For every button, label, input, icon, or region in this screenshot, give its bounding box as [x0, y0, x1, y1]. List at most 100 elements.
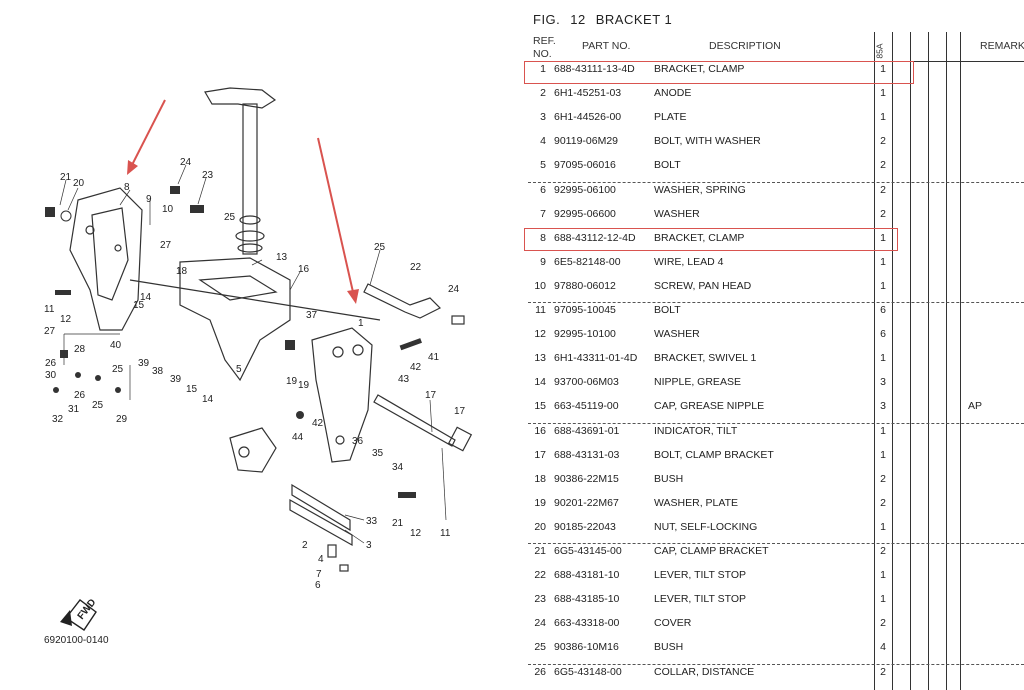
description-cell: SCREW, PAN HEAD [654, 279, 752, 292]
header-remarks: REMARK [980, 40, 1024, 52]
description-cell: LEVER, TILT STOP [654, 593, 747, 606]
callout-number: 9 [146, 194, 152, 205]
ref-cell: 22 [534, 569, 546, 582]
clamp-bracket-right [311, 327, 373, 463]
fwd-direction-icon: FWD [60, 597, 98, 631]
callout-number: 11 [44, 304, 55, 315]
table-row: 24 663-43318-00 COVER 2 [528, 614, 1024, 638]
description-cell: BUSH [654, 472, 684, 485]
description-cell: WASHER, SPRING [654, 183, 746, 196]
ref-cell: 21 [534, 545, 546, 557]
part-no-cell: 97095-10045 [554, 304, 616, 316]
group-separator [528, 663, 1024, 665]
group-separator [528, 543, 1024, 544]
part-no-cell: 688-43131-03 [554, 448, 620, 461]
part-no-cell: 6H1-45251-03 [554, 87, 622, 100]
description-cell: COVER [654, 617, 692, 630]
callout-number: 11 [440, 528, 451, 539]
callout-number: 42 [410, 362, 422, 373]
qty-cell: 3 [880, 376, 886, 389]
lower-pivot-block [229, 427, 277, 473]
ref-cell: 8 [540, 231, 546, 244]
swivel-bracket [129, 257, 381, 382]
part-no-cell: 97880-06012 [554, 279, 616, 292]
qty-cell: 2 [880, 496, 886, 509]
callout-number: 24 [448, 284, 460, 295]
part-no-cell: 688-43691-01 [554, 424, 620, 437]
part-no-cell: 663-45119-00 [554, 400, 619, 413]
callout-number: 21 [392, 518, 404, 529]
description-cell: INDICATOR, TILT [654, 424, 738, 437]
part-no-cell: 663-43318-00 [554, 617, 620, 630]
ref-cell: 18 [534, 472, 546, 485]
qty-cell: 1 [880, 520, 886, 533]
callout-number: 38 [152, 366, 164, 377]
description-cell: WIRE, LEAD 4 [654, 255, 724, 268]
header-ref: REF. [533, 35, 556, 47]
part-no-cell: 688-43181-10 [554, 569, 620, 582]
qty-cell: 2 [880, 135, 886, 148]
callout-number: 8 [124, 182, 130, 193]
group-separator [528, 181, 1024, 183]
anode-plate-assembly [289, 483, 353, 572]
ref-cell: 14 [534, 376, 546, 389]
qty-cell: 3 [880, 400, 886, 413]
callout-number: 5 [236, 364, 242, 375]
description-cell: CAP, CLAMP BRACKET [654, 545, 769, 557]
callout-number: 27 [44, 326, 56, 337]
description-cell: BRACKET, CLAMP [654, 231, 745, 244]
qty-cell: 1 [880, 424, 886, 437]
callout-number: 15 [133, 300, 145, 311]
part-no-cell: 90386-22M15 [554, 472, 619, 485]
qty-cell: 4 [880, 641, 886, 654]
part-no-cell: 90119-06M29 [554, 135, 619, 148]
clamp-bracket-left [69, 187, 143, 331]
description-cell: BOLT [654, 159, 681, 172]
ref-cell: 25 [534, 641, 546, 654]
callout-number: 24 [180, 157, 192, 168]
qty-cell: 2 [880, 617, 886, 630]
callout-number: 12 [60, 314, 72, 325]
callout-number: 20 [73, 178, 85, 189]
highlight-row-8 [524, 228, 898, 251]
part-no-cell: 90201-22M67 [554, 496, 619, 509]
ref-cell: 23 [534, 593, 546, 606]
ref-cell: 11 [535, 304, 546, 316]
callout-number: 13 [276, 252, 288, 263]
part-no-cell: 688-43185-10 [554, 593, 620, 606]
part-no-cell: 6H1-43311-01-4D [554, 352, 638, 365]
part-no-cell: 6E5-82148-00 [554, 255, 621, 268]
ref-cell: 24 [534, 617, 546, 630]
qty-cell: 1 [880, 448, 886, 461]
ref-cell: 15 [534, 400, 546, 413]
qty-cell: 2 [880, 183, 886, 196]
callout-number: 28 [74, 344, 86, 355]
group-separator [528, 302, 1024, 303]
fig-title-text: BRACKET 1 [595, 12, 673, 27]
header-model: 85A [874, 43, 885, 59]
fastener-parts [45, 186, 422, 498]
qty-cell: 6 [880, 304, 886, 316]
header-description: DESCRIPTION [709, 40, 781, 52]
red-arrow-right [317, 137, 359, 304]
ref-cell: 2 [540, 87, 546, 100]
ref-cell: 7 [540, 207, 546, 220]
callout-number: 29 [116, 414, 128, 425]
ref-cell: 3 [540, 111, 546, 124]
col-divider [928, 32, 929, 690]
callout-number: 16 [298, 264, 310, 275]
callout-number: 23 [202, 170, 214, 181]
part-no-cell: 92995-06100 [554, 183, 616, 196]
description-cell: BOLT, WITH WASHER [654, 135, 761, 148]
qty-cell: 1 [880, 87, 886, 100]
